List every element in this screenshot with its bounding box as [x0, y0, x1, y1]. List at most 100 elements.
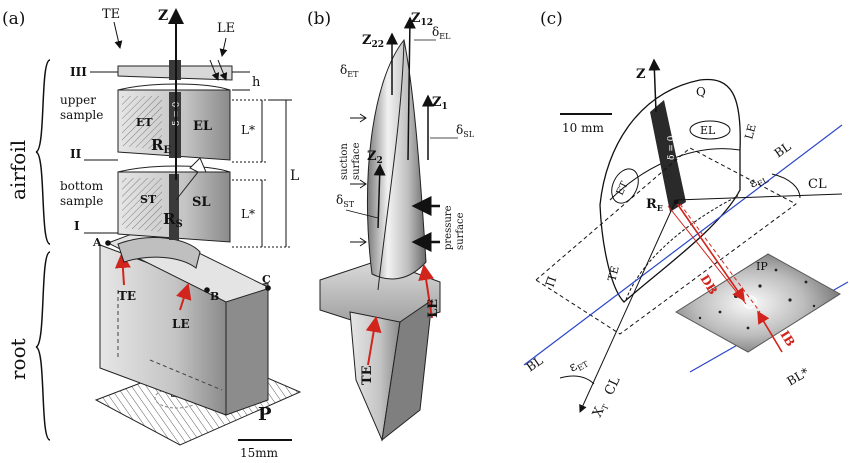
ellipse-el — [689, 120, 731, 140]
panel-a-tag: (a) — [2, 9, 25, 29]
label-xt: XT — [590, 400, 611, 421]
cap-arrow-1 — [209, 59, 220, 81]
suction-arrow-1 — [350, 113, 367, 123]
z-axis-c — [648, 58, 661, 113]
label-ii: II — [70, 147, 82, 161]
label-delta-et: δET — [340, 63, 359, 79]
label-z12: Z12 — [411, 11, 433, 28]
label-z-a: Z — [158, 8, 168, 24]
label-scale-a: 15mm — [240, 446, 279, 460]
blade-b — [366, 38, 427, 280]
suction-arrow-3 — [350, 237, 367, 247]
blade-leading-line — [377, 39, 405, 291]
plane-pi — [535, 147, 797, 335]
eps-et-arc — [559, 375, 595, 385]
le-top-arrow — [219, 37, 228, 57]
label-eps-et: εET — [567, 353, 591, 376]
panel-b-tag: (b) — [307, 9, 331, 29]
suction-arrow-2 — [350, 179, 367, 189]
label-te-red: TE — [118, 289, 136, 303]
label-re: RE — [151, 136, 171, 156]
cl-top-line — [675, 193, 843, 201]
label-bl-bottom: BL — [524, 353, 546, 374]
label-i: I — [74, 219, 80, 233]
label-et-c: ET — [615, 180, 631, 198]
label-z-c: Z — [636, 67, 646, 82]
z2-axis — [373, 163, 386, 229]
panel-b: (b) Z22 Z12 Z1 Z2 δEL δET δSL δST suctio… — [307, 9, 475, 442]
ellipse-et — [611, 168, 639, 204]
label-h: h — [252, 75, 261, 90]
label-bl-top: BL — [772, 139, 794, 160]
label-pressure: pressuresurface — [443, 205, 466, 250]
strip-c — [650, 100, 686, 212]
label-rs: RS — [163, 210, 183, 230]
label-el: EL — [193, 119, 212, 134]
label-le-b: LE — [426, 299, 441, 318]
arrow-rs — [175, 157, 207, 201]
label-airfoil: airfoil — [6, 140, 30, 200]
brace-root — [35, 251, 51, 441]
eps-el-arc — [771, 173, 801, 199]
red-beam-db-2 — [667, 205, 747, 305]
label-p: P — [258, 404, 272, 425]
label-q: Q — [696, 85, 706, 99]
panel-c: (c) 10 mm EL ET δ = 0 Q LE TE Z Π BL BL … — [523, 9, 849, 421]
label-le-c: LE — [742, 123, 759, 141]
label-le-top: LE — [217, 21, 235, 36]
label-st: ST — [140, 193, 157, 206]
pattern-plate — [675, 253, 841, 353]
label-cl-bottom: CL — [602, 374, 624, 398]
label-delta-el: δEL — [432, 25, 451, 41]
label-root: root — [6, 338, 30, 380]
cap-arrow-2 — [217, 59, 228, 81]
label-bl-star: BL* — [785, 365, 812, 389]
xt-axis — [579, 199, 677, 413]
point-b — [204, 287, 210, 293]
label-lstar-bottom: L* — [241, 207, 255, 221]
label-iii: III — [70, 65, 87, 79]
bottom-sample-top-edge — [117, 165, 231, 173]
point-c — [265, 285, 271, 291]
red-arrow-le-b — [418, 264, 435, 319]
label-delta0-c: δ = 0 — [667, 135, 677, 160]
label-le-red: LE — [172, 317, 190, 331]
point-re — [673, 199, 679, 205]
bottom-sample-hatch — [122, 178, 162, 232]
label-lstar-top: L* — [241, 123, 255, 137]
z12-axis — [403, 16, 416, 161]
upper-sample-hatch — [122, 96, 162, 150]
delta-st-leader — [345, 209, 379, 219]
bl-line — [523, 124, 843, 366]
label-delta-sl: δSL — [456, 123, 475, 139]
panel-c-tag: (c) — [540, 9, 563, 29]
label-et: ET — [136, 116, 153, 129]
label-te-c: TE — [605, 265, 622, 283]
label-b: B — [210, 290, 219, 303]
label-sl: SL — [192, 195, 211, 210]
label-l: L — [290, 168, 299, 184]
label-pi: Π — [543, 274, 560, 289]
panel-a: (a) S P A B C TE LE ST SL RS — [2, 7, 302, 460]
label-te-b: TE — [360, 365, 375, 385]
label-suction: suctionsurface — [339, 142, 362, 180]
root-side-face — [225, 282, 269, 416]
label-scale-c: 10 mm — [562, 121, 604, 135]
point-a — [105, 240, 111, 246]
red-arrow-le — [176, 283, 192, 311]
root-hidden-edges — [117, 290, 223, 391]
blade-section-lower-dashed — [625, 195, 739, 301]
label-cl-top: CL — [808, 177, 827, 192]
label-el-c: EL — [700, 124, 716, 137]
blade-stub — [117, 237, 201, 269]
label-re-c: RE — [646, 197, 663, 213]
label-te-top: TE — [102, 7, 120, 22]
label-z22: Z22 — [362, 33, 384, 50]
label-z1: Z1 — [432, 95, 448, 112]
red-beam-db — [675, 201, 745, 302]
bottom-sample-strip — [169, 174, 179, 240]
brace-airfoil — [35, 59, 51, 245]
